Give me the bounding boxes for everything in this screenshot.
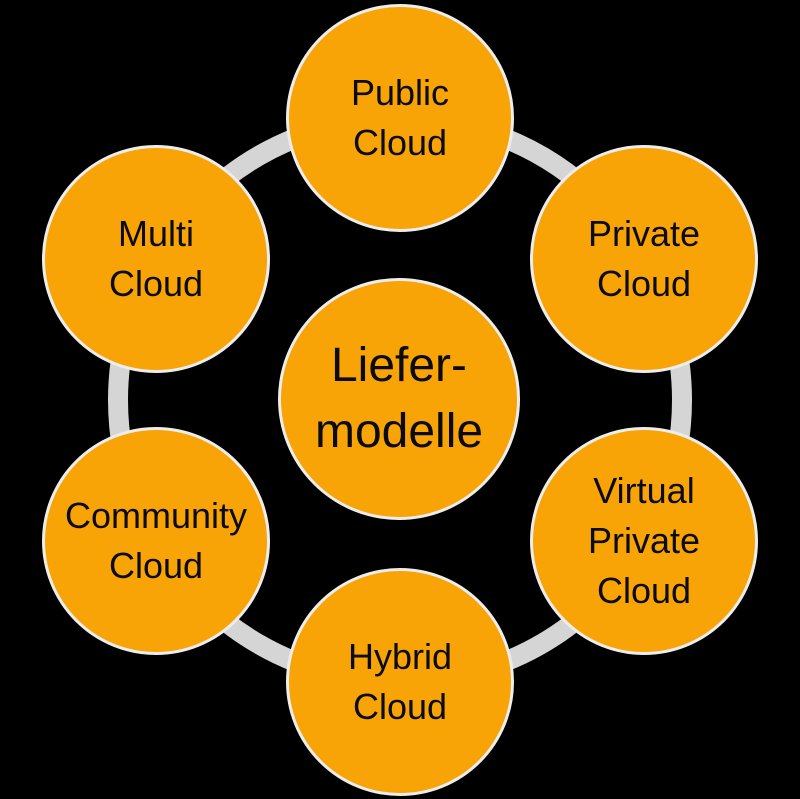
node-virtual-private-cloud: Virtual Private Cloud [530, 427, 758, 655]
node-hybrid-cloud-label: Hybrid Cloud [347, 636, 453, 727]
node-private-cloud-label: Private Cloud [587, 213, 701, 304]
node-liefermodelle-label: Liefer- modelle [314, 338, 484, 458]
node-multi-cloud-label: Multi Cloud [108, 213, 204, 304]
node-community-cloud: Community Cloud [42, 427, 270, 655]
node-multi-cloud: Multi Cloud [42, 145, 270, 373]
node-community-cloud-label: Community Cloud [64, 495, 248, 586]
node-private-cloud: Private Cloud [530, 145, 758, 373]
node-liefermodelle-center: Liefer- modelle [278, 278, 520, 520]
node-public-cloud-label: Public Cloud [350, 72, 450, 163]
node-public-cloud: Public Cloud [286, 4, 514, 232]
node-hybrid-cloud: Hybrid Cloud [286, 568, 514, 796]
node-virtual-private-cloud-label: Virtual Private Cloud [587, 470, 701, 611]
